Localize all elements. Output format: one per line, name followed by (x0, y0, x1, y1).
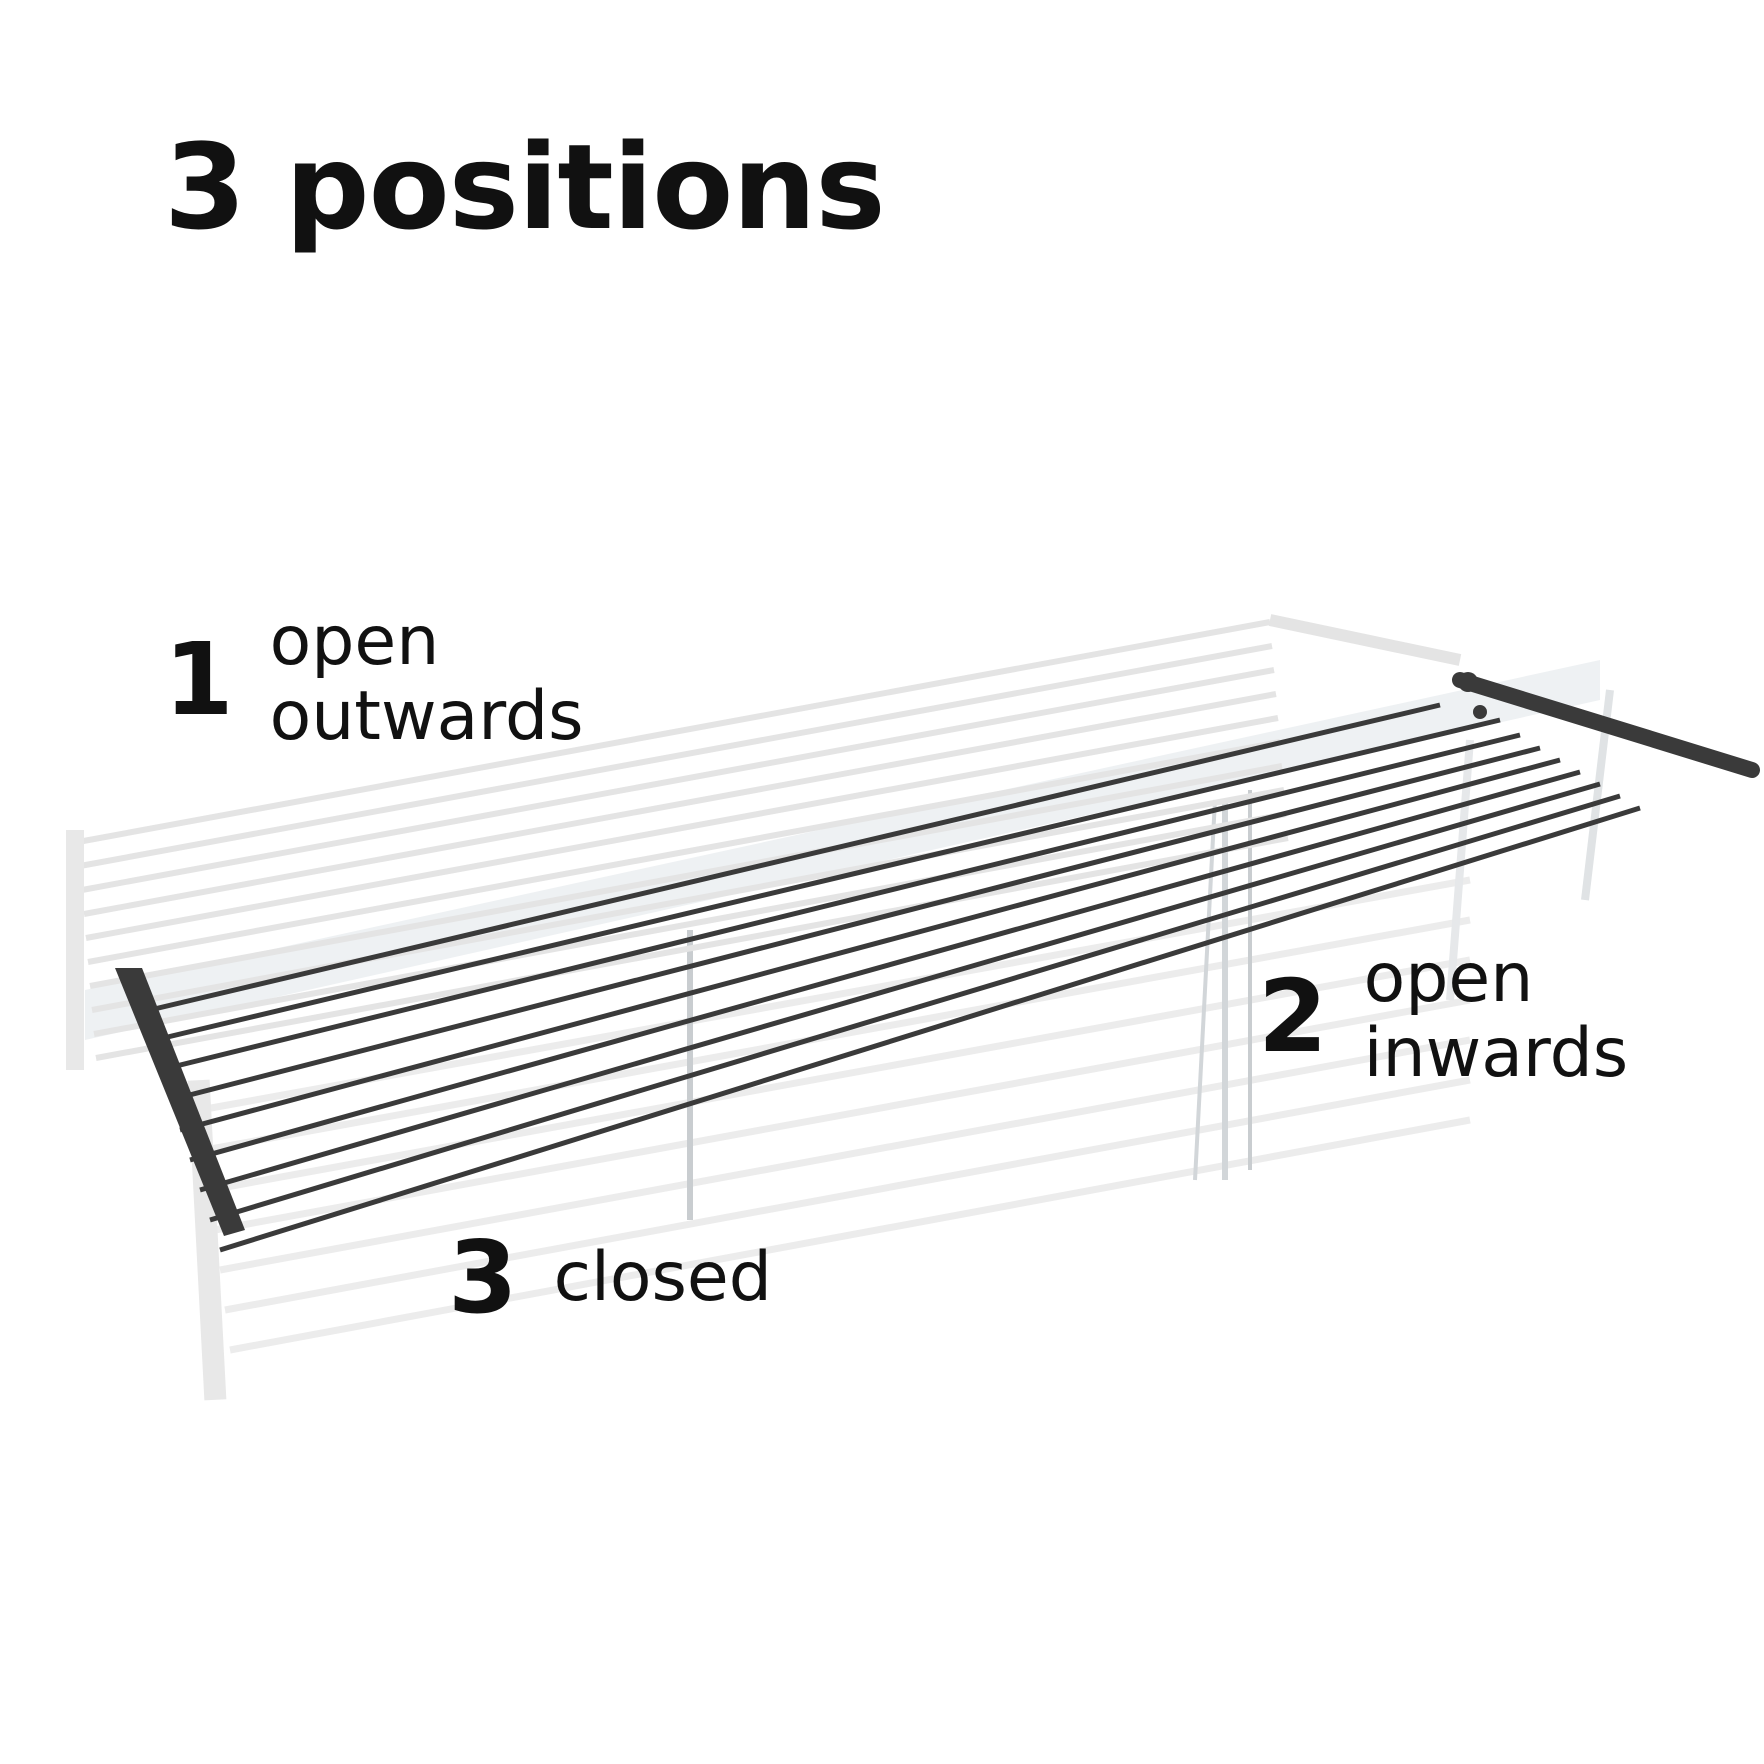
rack-inwards-position (115, 672, 1760, 1253)
position-description-line: open (1363, 939, 1534, 1018)
position-2-label: 2 open inwards (1258, 939, 1629, 1093)
position-1-label: 1 open outwards (164, 602, 584, 756)
position-description-line: inwards (1363, 1013, 1629, 1093)
position-number: 2 (1258, 957, 1328, 1075)
position-description: open outwards (269, 602, 584, 756)
rack-closed-position (187, 876, 1471, 1401)
position-description: open inwards (1363, 939, 1629, 1093)
position-description-line: open (269, 602, 440, 681)
position-number: 3 (448, 1219, 518, 1336)
position-number: 1 (164, 620, 234, 738)
position-description-line: closed (553, 1237, 772, 1317)
position-description: closed (553, 1237, 772, 1317)
position-3-label: 3 closed (448, 1228, 772, 1328)
rack-outwards-position (66, 614, 1462, 1070)
position-description-line: outwards (269, 676, 584, 756)
page-title: 3 positions (164, 118, 886, 256)
